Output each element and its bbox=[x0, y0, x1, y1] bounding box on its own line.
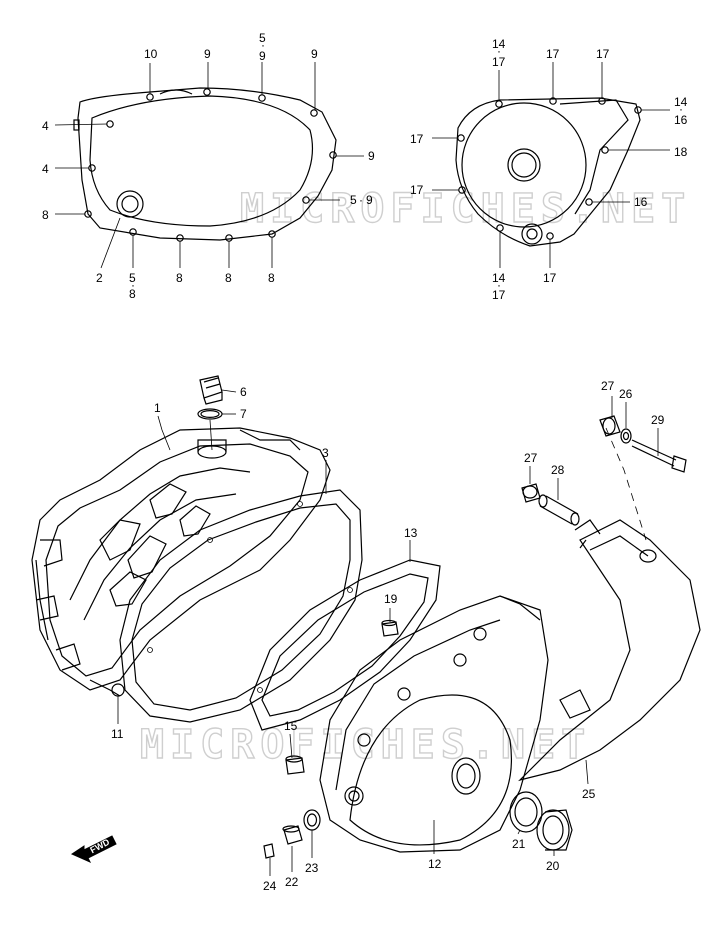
callout-20: 20 bbox=[546, 859, 560, 873]
callout-29: 29 bbox=[651, 413, 665, 427]
callout-23: 23 bbox=[305, 861, 319, 875]
callout-dot-5-9: · bbox=[261, 38, 265, 52]
part-cover-bracket bbox=[518, 519, 701, 782]
part-dowel-pin-15 bbox=[285, 755, 305, 775]
callout-dot-5-9-h: · bbox=[359, 193, 363, 207]
callout-14-17-top-a: 14 bbox=[492, 37, 506, 51]
callout-4b: 4 bbox=[42, 162, 49, 176]
part-bolt-29 bbox=[631, 439, 687, 473]
callout-9b: 9 bbox=[311, 47, 318, 61]
callout-19: 19 bbox=[384, 592, 398, 606]
part-gasket-generator bbox=[249, 559, 441, 731]
part-collar-27-lower bbox=[521, 483, 541, 503]
callout-1: 1 bbox=[154, 401, 161, 415]
part-o-ring-21 bbox=[509, 791, 543, 833]
part-washer-23 bbox=[303, 809, 321, 831]
forward-direction-arrow: FWD bbox=[70, 835, 117, 864]
callout-8d: 8 bbox=[268, 271, 275, 285]
callout-17c: 17 bbox=[410, 132, 424, 146]
callout-5-9-top: 5 bbox=[259, 31, 266, 45]
callout-27a: 27 bbox=[601, 379, 615, 393]
callout-9c: 9 bbox=[368, 149, 375, 163]
callout-11: 11 bbox=[111, 727, 124, 741]
callout-17a: 17 bbox=[546, 47, 560, 61]
watermark-bottom: MICROFICHES.NET bbox=[140, 722, 591, 768]
callout-5-8-top: 5 bbox=[129, 271, 136, 285]
callout-5-9-bottom: 9 bbox=[259, 49, 266, 63]
callout-3: 3 bbox=[322, 446, 329, 460]
callout-2: 2 bbox=[96, 271, 103, 285]
part-dowel-pin-19 bbox=[381, 619, 399, 637]
part-washer-26 bbox=[620, 428, 632, 444]
callout-6: 6 bbox=[240, 385, 247, 399]
callout-dot-14-17-top: · bbox=[497, 44, 501, 58]
callout-14-16-a: 14 bbox=[674, 95, 688, 109]
callout-4a: 4 bbox=[42, 119, 49, 133]
callout-8c: 8 bbox=[225, 271, 232, 285]
part-spacer-28 bbox=[538, 494, 580, 526]
callout-dot-5-8: · bbox=[131, 278, 135, 292]
leaders-top-right bbox=[432, 62, 670, 268]
assembly-dash-line bbox=[605, 427, 647, 541]
clutch-cover-bolt-view bbox=[73, 87, 337, 242]
callout-5-8-bottom: 8 bbox=[129, 287, 136, 301]
callout-21: 21 bbox=[512, 837, 526, 851]
callout-14-17-bot-a: 14 bbox=[492, 271, 506, 285]
callout-dot-14-16: · bbox=[679, 102, 683, 116]
generator-cover-bolt-view bbox=[455, 97, 642, 247]
callout-14-17-bot-b: 17 bbox=[492, 288, 506, 302]
callout-22: 22 bbox=[285, 875, 299, 889]
callout-18: 18 bbox=[674, 145, 688, 159]
callout-14-16-b: 16 bbox=[674, 113, 688, 127]
callout-8b: 8 bbox=[176, 271, 183, 285]
callout-16: 16 bbox=[634, 195, 648, 209]
callout-12: 12 bbox=[428, 857, 442, 871]
callout-7: 7 bbox=[240, 407, 247, 421]
callout-8a: 8 bbox=[42, 208, 49, 222]
callout-dot-14-17-bot: · bbox=[497, 278, 501, 292]
callout-5-9-a: 5 bbox=[350, 193, 357, 207]
callout-27b: 27 bbox=[524, 451, 538, 465]
part-o-ring-small bbox=[197, 408, 223, 420]
callout-14-17-top-b: 17 bbox=[492, 55, 506, 69]
callout-24: 24 bbox=[263, 879, 277, 893]
part-oil-filler-plug bbox=[199, 375, 223, 405]
callout-25: 25 bbox=[582, 787, 596, 801]
callout-17d: 17 bbox=[410, 183, 424, 197]
callout-28: 28 bbox=[551, 463, 565, 477]
callout-labels: 10 9 5 · 9 9 4 4 8 9 5 · 9 2 5 · 8 8 8 8… bbox=[42, 31, 688, 893]
leaders-bottom bbox=[117, 389, 659, 876]
callout-17b: 17 bbox=[596, 47, 610, 61]
callout-17e: 17 bbox=[543, 271, 557, 285]
callout-9a: 9 bbox=[204, 47, 211, 61]
callout-13: 13 bbox=[404, 526, 418, 540]
part-plug-cap bbox=[536, 809, 573, 851]
part-gasket-outer bbox=[119, 489, 363, 723]
callout-10: 10 bbox=[144, 47, 158, 61]
part-screw-24 bbox=[263, 843, 275, 859]
part-generator-cover bbox=[319, 595, 549, 853]
part-bolt-22 bbox=[282, 825, 303, 845]
leaders-top-left bbox=[54, 62, 364, 269]
callout-26: 26 bbox=[619, 387, 633, 401]
part-clutch-cover bbox=[31, 427, 331, 697]
callout-15: 15 bbox=[284, 719, 298, 733]
callout-5-9-b: 9 bbox=[366, 193, 373, 207]
part-collar-27 bbox=[599, 415, 621, 437]
